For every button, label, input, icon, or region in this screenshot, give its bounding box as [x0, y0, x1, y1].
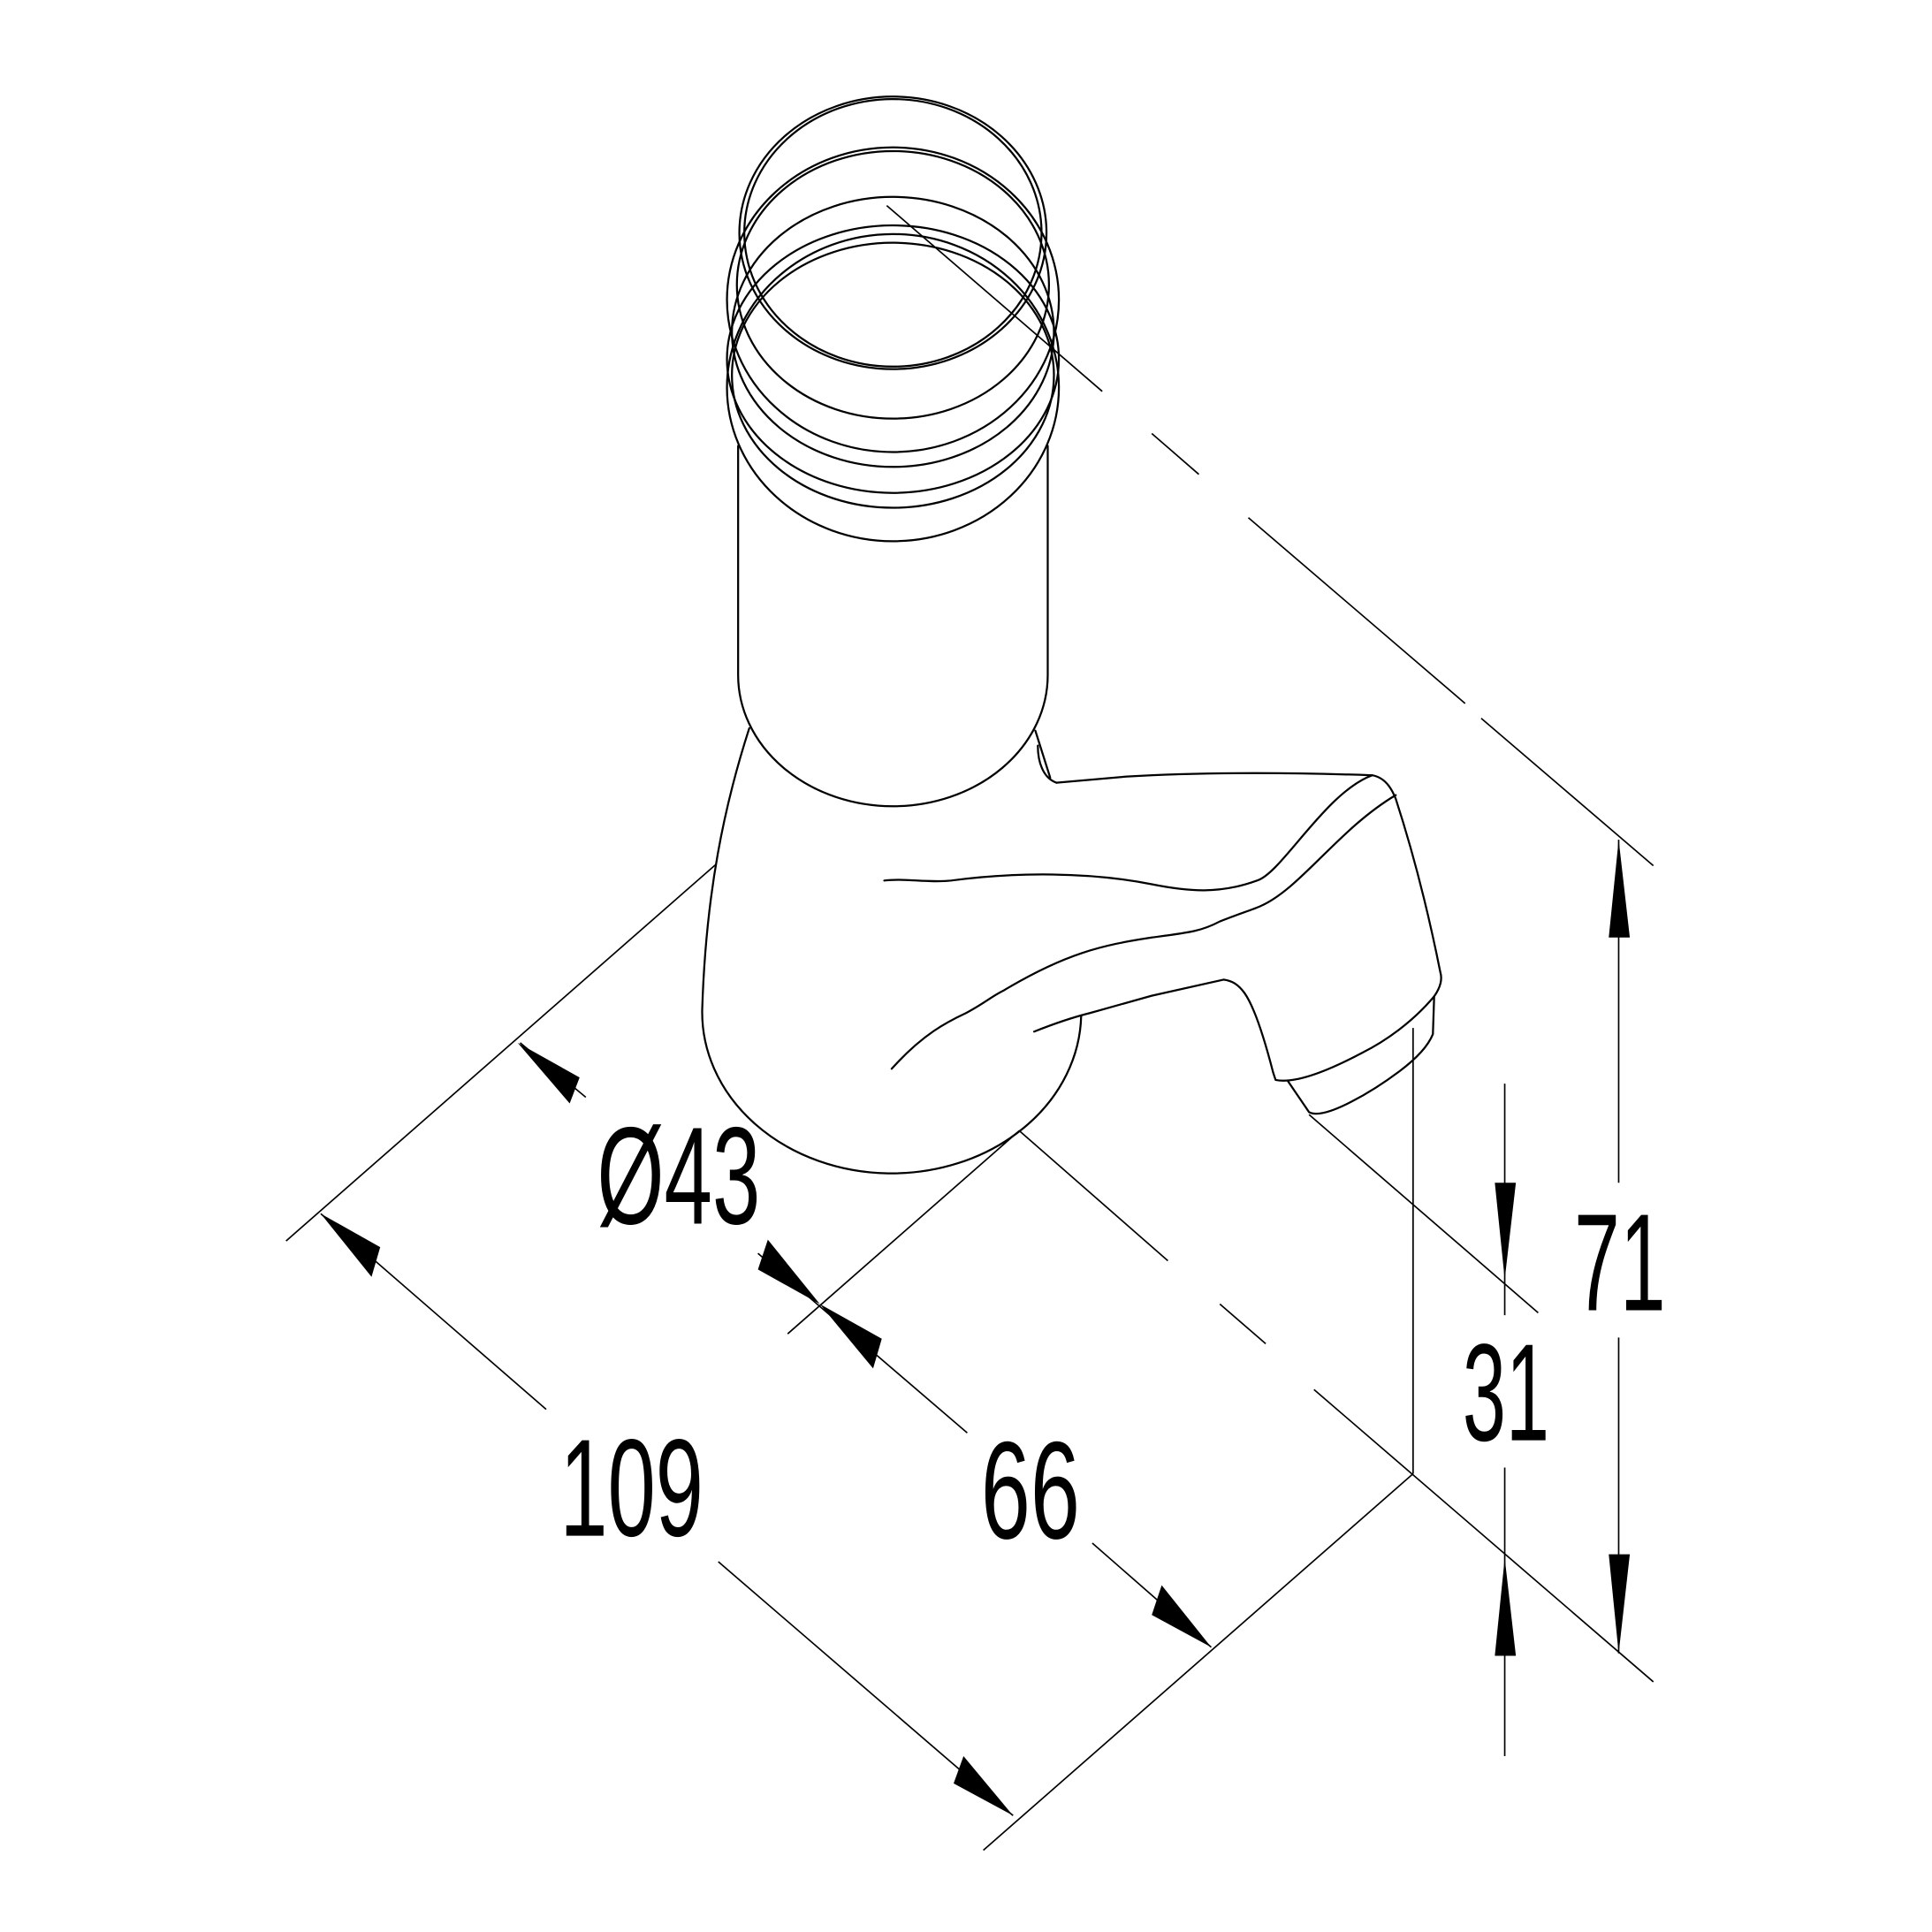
tap-outline: [701, 95, 1442, 1175]
knob-ring: [738, 95, 1048, 370]
knob-ring: [731, 241, 1055, 509]
spout-tip: [1287, 995, 1435, 1115]
dimension-labels: Ø43 109 66 31 71: [559, 1099, 1665, 1568]
spout-joint: [1034, 729, 1058, 784]
total-height-label: 71: [1574, 1186, 1666, 1341]
spout-upper-edge: [883, 774, 1373, 892]
dimension-lines: [285, 204, 1654, 1852]
base-outline: [701, 726, 1083, 1175]
length-label: 109: [559, 1411, 704, 1566]
knob-ring: [726, 232, 1061, 543]
knob-ring: [726, 146, 1061, 453]
knob-ring: [726, 224, 1061, 494]
spout-outline: [1032, 772, 1442, 1082]
arrowheads: [320, 840, 1631, 1816]
knob-ring: [731, 195, 1055, 468]
body-outline: [737, 445, 1049, 808]
diameter-label: Ø43: [597, 1099, 760, 1253]
knob-top: [743, 97, 1043, 368]
knob-ring: [735, 149, 1051, 420]
spout-height-label: 31: [1463, 1316, 1549, 1471]
spout-lower-edge: [890, 794, 1397, 1070]
projection-label: 66: [981, 1413, 1080, 1568]
